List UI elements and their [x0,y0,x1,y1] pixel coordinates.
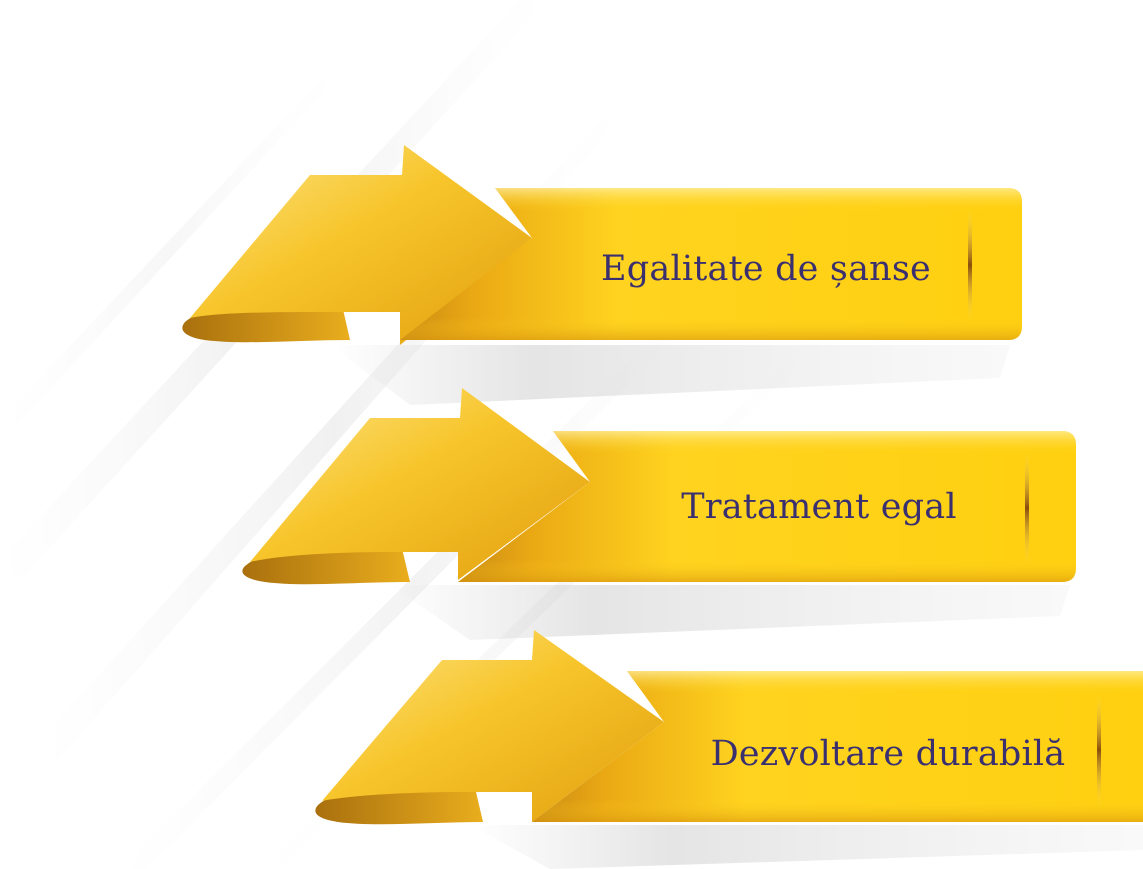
ribbon-3: Dezvoltare durabilă [315,630,1143,869]
ribbon-1-shadow [330,345,1010,405]
ribbon-1-arrow [190,145,532,345]
ribbon-1: Egalitate de șanse [182,145,1022,405]
ribbon-2: Tratament egal [242,388,1076,640]
ribbon-3-arrow [322,630,664,822]
ribbon-2-label: Tratament egal [681,487,957,527]
ribbon-2-pin [1025,452,1029,564]
ribbon-3-shadow [470,825,1143,869]
ribbon-3-label: Dezvoltare durabilă [711,734,1066,774]
ribbon-2-arrow [250,388,590,580]
ribbon-1-pin [968,210,972,320]
ribbon-1-label: Egalitate de șanse [601,249,931,289]
ribbon-3-pin [1097,694,1101,806]
ribbon-2-shadow [390,585,1070,640]
